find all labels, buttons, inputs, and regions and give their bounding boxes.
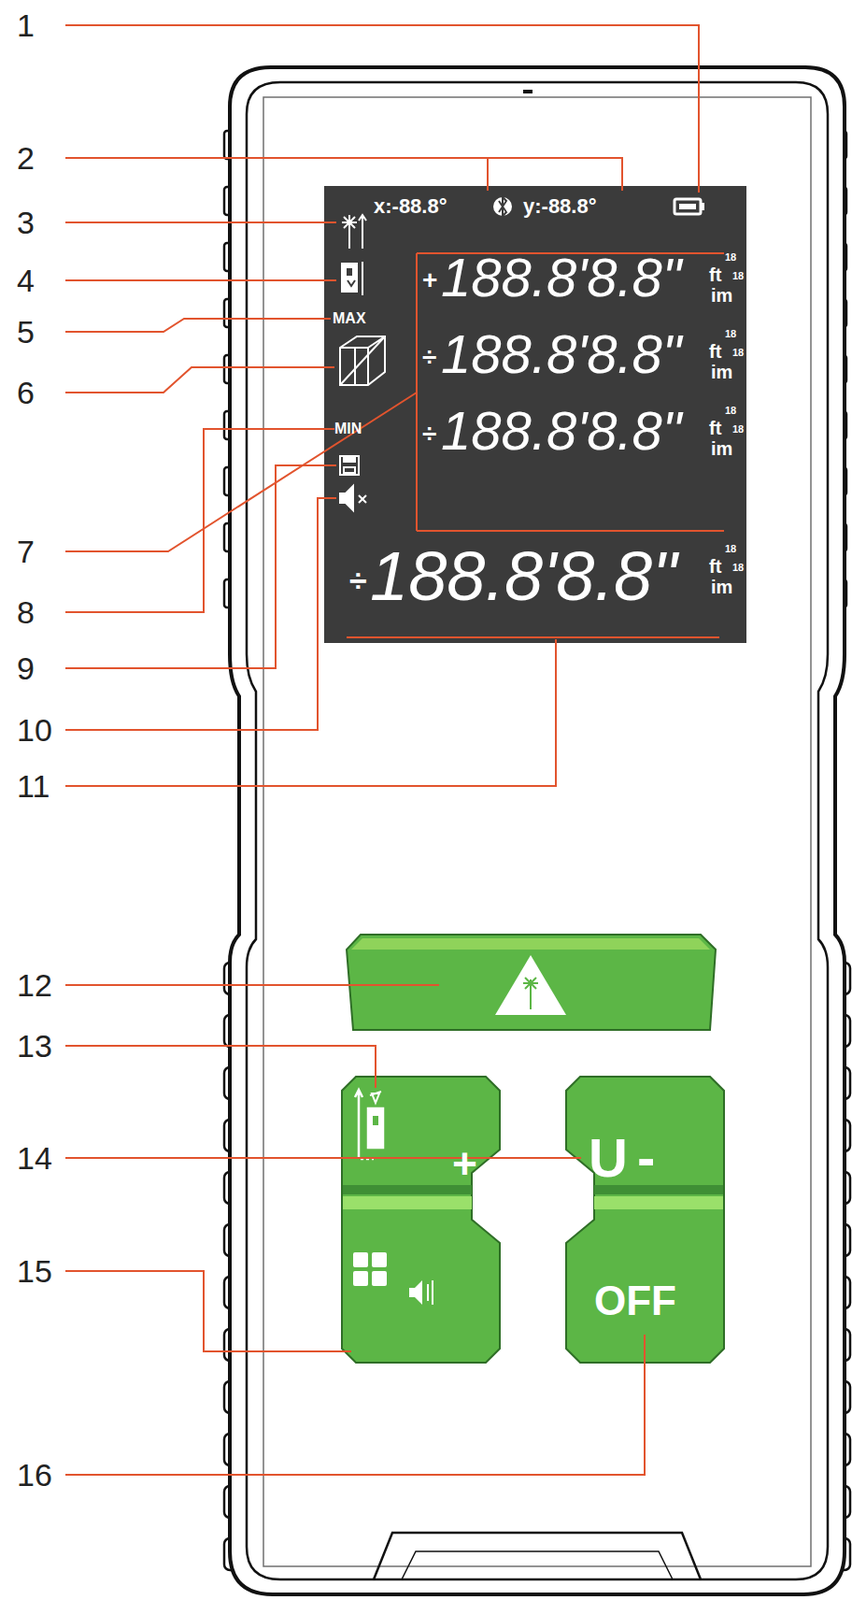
off-label: OFF [594, 1279, 677, 1321]
angle-readout: x:-88.8° [373, 196, 448, 217]
plus-sign: + [452, 1141, 478, 1185]
callout-number: 7 [16, 535, 35, 568]
plus-button: + [452, 1141, 478, 1185]
fraction-mark: 18 [724, 328, 737, 340]
callout-number: 10 [16, 713, 53, 746]
digit-readout: 188.8'8.8" [440, 403, 682, 458]
fraction-mark: 18 [732, 562, 744, 573]
unit-ft: ft [709, 556, 722, 576]
callout-number: 12 [16, 968, 53, 1001]
unit-im: im [710, 285, 733, 305]
callout-number: 11 [16, 769, 50, 802]
fraction-mark: 18 [732, 270, 744, 282]
fraction-mark: 18 [724, 543, 737, 554]
callout-number: 1 [16, 9, 35, 42]
unit-im: im [710, 439, 733, 458]
lcd-screen [324, 185, 747, 643]
callout-number: 16 [16, 1458, 53, 1491]
fraction-mark: 18 [732, 424, 744, 435]
callout-number: 14 [16, 1141, 53, 1174]
fraction-mark: 18 [724, 252, 737, 263]
angle-readout: y:-88.8° [523, 196, 597, 217]
measure-button [346, 934, 716, 1030]
callout-number: 3 [16, 206, 35, 239]
unit-letter: U [588, 1130, 628, 1185]
callout-number: 8 [16, 596, 35, 628]
digit-readout: 188.8'8.8" [440, 326, 682, 382]
max-indicator: MAX [332, 311, 367, 327]
unit-button: U- [588, 1130, 655, 1185]
fraction-mark: 18 [732, 347, 744, 358]
fraction-mark: 18 [724, 405, 737, 416]
left-buttons [341, 1076, 500, 1363]
right-buttons [566, 1076, 725, 1363]
unit-ft: ft [709, 341, 722, 361]
digit-readout: 188.8'8.8" [440, 250, 682, 305]
off-button: OFF [594, 1279, 677, 1321]
callout-number: 13 [16, 1029, 53, 1062]
unit-im: im [710, 577, 733, 597]
minus-sign: - [637, 1130, 655, 1185]
callout-number: 2 [16, 142, 35, 174]
callout-number: 4 [16, 264, 35, 297]
leader-lines [65, 25, 699, 1475]
sign: ÷ [349, 564, 368, 597]
callout-number: 5 [16, 315, 35, 348]
sign: ÷ [422, 343, 437, 370]
callout-number: 6 [16, 376, 35, 409]
housing-outline [229, 67, 845, 1594]
unit-ft: ft [709, 418, 722, 438]
callout-number: 9 [16, 652, 35, 684]
digit-readout: 188.8'8.8" [369, 541, 677, 611]
unit-ft: ft [709, 265, 722, 284]
callout-number: 15 [16, 1254, 53, 1287]
unit-im: im [710, 362, 733, 382]
min-indicator: MIN [334, 421, 362, 437]
sign: + [422, 267, 438, 294]
sign: ÷ [422, 420, 437, 447]
